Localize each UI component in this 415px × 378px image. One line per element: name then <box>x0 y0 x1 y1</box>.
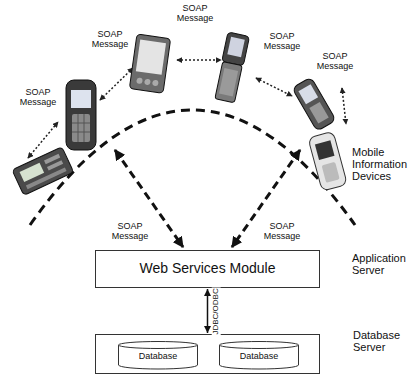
cylinder-outline <box>220 342 299 349</box>
mobile-phone <box>72 132 90 133</box>
device-link <box>342 88 346 124</box>
device-link <box>256 78 292 96</box>
pda-device <box>152 80 159 87</box>
node-text: Database <box>139 348 178 362</box>
device-link <box>100 68 133 100</box>
dashed-arc <box>30 110 355 225</box>
slim-phone <box>292 77 336 131</box>
pda-device <box>144 79 151 86</box>
flip-phone <box>215 62 242 103</box>
server-label: Database Server <box>353 329 413 353</box>
mobile-phone <box>84 114 85 142</box>
message-label: SOAP Message <box>87 30 133 50</box>
pager-device <box>47 160 63 170</box>
mobile-phone <box>78 114 79 142</box>
pda-device <box>136 77 143 84</box>
mobile-phone <box>72 123 90 124</box>
slim-phone <box>292 77 336 131</box>
device-link <box>177 59 221 61</box>
dashed-arc <box>30 110 355 225</box>
flip-phone <box>227 37 244 58</box>
tier-label: Application Server <box>352 252 412 276</box>
device-link <box>28 60 346 158</box>
flip-phone <box>219 68 238 96</box>
pda-device <box>129 34 170 93</box>
database-cylinder: Database <box>219 341 299 369</box>
mobile-phone <box>71 90 91 108</box>
node-text: Database <box>240 348 279 362</box>
white-phone <box>322 162 340 183</box>
pager-device <box>26 167 67 189</box>
message-label: SOAP Message <box>259 222 305 242</box>
flip-phone <box>214 32 250 103</box>
cylinder-outline <box>119 342 198 349</box>
node-text: Web Services Module <box>140 261 276 276</box>
database-cylinder: Database <box>118 341 198 369</box>
white-phone <box>315 140 335 160</box>
connector-arrow <box>207 289 209 333</box>
message-label: SOAP Message <box>259 32 305 52</box>
slim-phone <box>309 102 328 124</box>
mobile-phone <box>66 80 96 150</box>
pager-device <box>12 147 74 196</box>
message-label: SOAP Message <box>172 4 218 24</box>
pda-device <box>136 40 166 75</box>
pda-device <box>129 34 170 93</box>
message-label: SOAP Message <box>15 88 61 108</box>
flip-phone <box>222 32 250 66</box>
slim-phone <box>298 84 318 104</box>
mobile-phone <box>66 80 96 150</box>
pager-device <box>12 147 74 196</box>
white-phone <box>308 131 347 191</box>
tier-label: Mobile Information Devices <box>352 146 412 182</box>
edge-label: JDBC/ODBC <box>212 287 221 335</box>
process-box: Web Services Module <box>95 250 320 288</box>
message-label: SOAP Message <box>107 222 153 242</box>
white-phone <box>308 131 347 191</box>
server-box: DatabaseDatabaseDatabase Server <box>95 334 320 374</box>
message-label: SOAP Message <box>312 52 358 72</box>
mobile-phone <box>72 114 90 142</box>
